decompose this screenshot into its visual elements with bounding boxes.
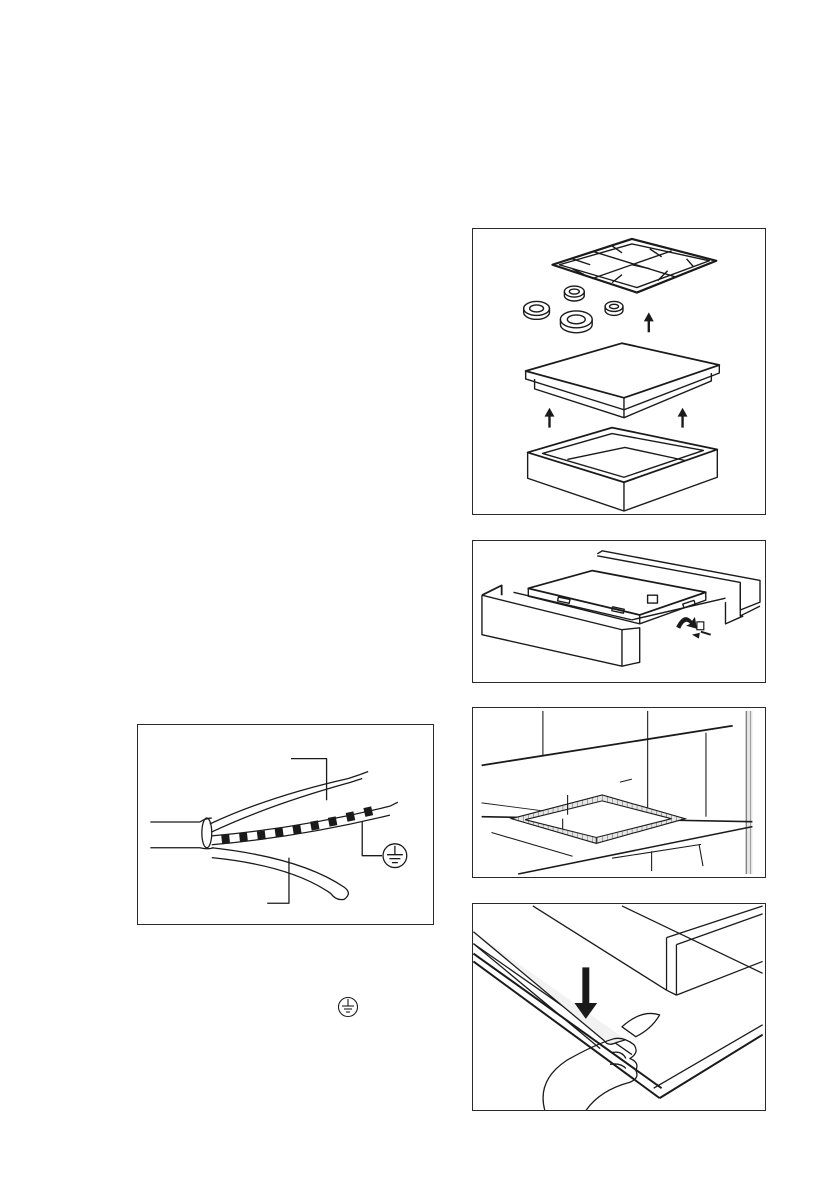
earth-symbol-icon: [383, 844, 407, 868]
hob-disassembly-figure: [472, 228, 766, 515]
burner-caps-icon: [524, 286, 623, 333]
hob-disassembly-drawing: [473, 229, 765, 514]
box-insertion-drawing: [473, 541, 765, 682]
seal-strip-drawing: [473, 904, 765, 1110]
hob-box-icon: [528, 428, 718, 511]
cutout-dimensions-figure: [472, 707, 766, 878]
pan-support-icon: [552, 239, 716, 293]
cable-wiring-figure: [137, 724, 434, 925]
hob-top-icon: [526, 343, 720, 417]
rotate-arrow-icon: [676, 617, 711, 639]
box-insertion-figure: [472, 540, 766, 683]
inline-earth-symbol: [337, 996, 359, 1018]
earth-symbol-icon: [337, 996, 359, 1018]
seal-strip-figure: [472, 903, 766, 1111]
cable-wiring-drawing: [138, 725, 433, 924]
cutout-dimensions-drawing: [473, 708, 765, 877]
